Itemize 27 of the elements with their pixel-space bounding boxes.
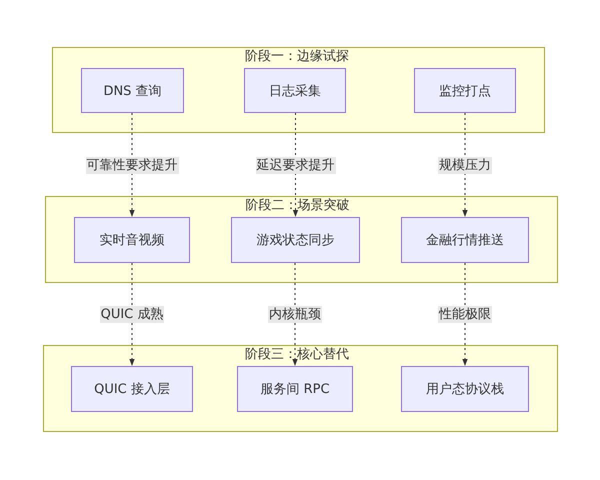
process-box: 游戏状态同步 — [231, 217, 360, 263]
stage-panel — [45, 196, 558, 283]
arrow — [129, 262, 135, 366]
process-box: 监控打点 — [414, 68, 516, 113]
panel-title: 阶段一：边缘试探 — [245, 49, 349, 64]
arrow — [292, 112, 298, 218]
process-box: 日志采集 — [244, 68, 346, 113]
edge-label: 规模压力 — [438, 156, 492, 174]
process-box: QUIC 接入层 — [71, 366, 193, 412]
process-box: 实时音视频 — [74, 217, 190, 263]
edge-label: QUIC 成熟 — [100, 306, 164, 323]
arrow — [462, 262, 468, 366]
stage-panel — [43, 345, 558, 432]
edge-label: 内核瓶颈 — [268, 306, 322, 323]
panel-title: 阶段二：场景突破 — [246, 198, 350, 213]
panel-title: 阶段三：核心替代 — [245, 347, 349, 362]
process-box: 金融行情推送 — [401, 217, 529, 263]
edge-label: 性能极限 — [438, 306, 492, 323]
arrow — [292, 262, 298, 366]
arrow — [129, 112, 135, 218]
stage-panel — [52, 47, 545, 133]
process-box: 服务间 RPC — [237, 366, 353, 412]
edge-label: 延迟要求提升 — [256, 156, 336, 174]
arrow — [462, 112, 468, 218]
process-box: DNS 查询 — [81, 68, 184, 113]
process-box: 用户态协议栈 — [401, 366, 529, 412]
edge-label: 可靠性要求提升 — [86, 156, 178, 174]
